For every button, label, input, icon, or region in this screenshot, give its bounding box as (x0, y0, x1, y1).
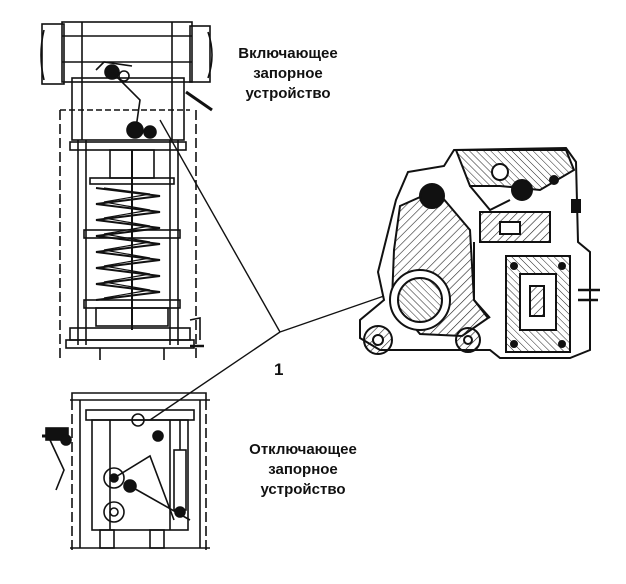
opening-latch-label: Отключающее запорное устройство (232, 440, 374, 500)
closing-latch-label-line-3: устройство (245, 85, 331, 102)
closing-latch-label: Включающее запорное устройство (218, 44, 358, 104)
opening-latch-label-line-1: Отключающее (249, 441, 357, 458)
callout-leader-lines (149, 119, 385, 421)
opening-mechanism-drawing (42, 392, 210, 550)
closing-latch-label-line-2: запорное (253, 65, 323, 82)
callout-number: 1 (274, 360, 284, 379)
closing-mechanism-drawing (40, 21, 213, 360)
closing-latch-label-line-1: Включающее (238, 45, 338, 62)
latch-section-detail (359, 146, 600, 359)
opening-latch-label-line-2: запорное (268, 461, 338, 478)
opening-latch-label-line-3: устройство (260, 481, 346, 498)
